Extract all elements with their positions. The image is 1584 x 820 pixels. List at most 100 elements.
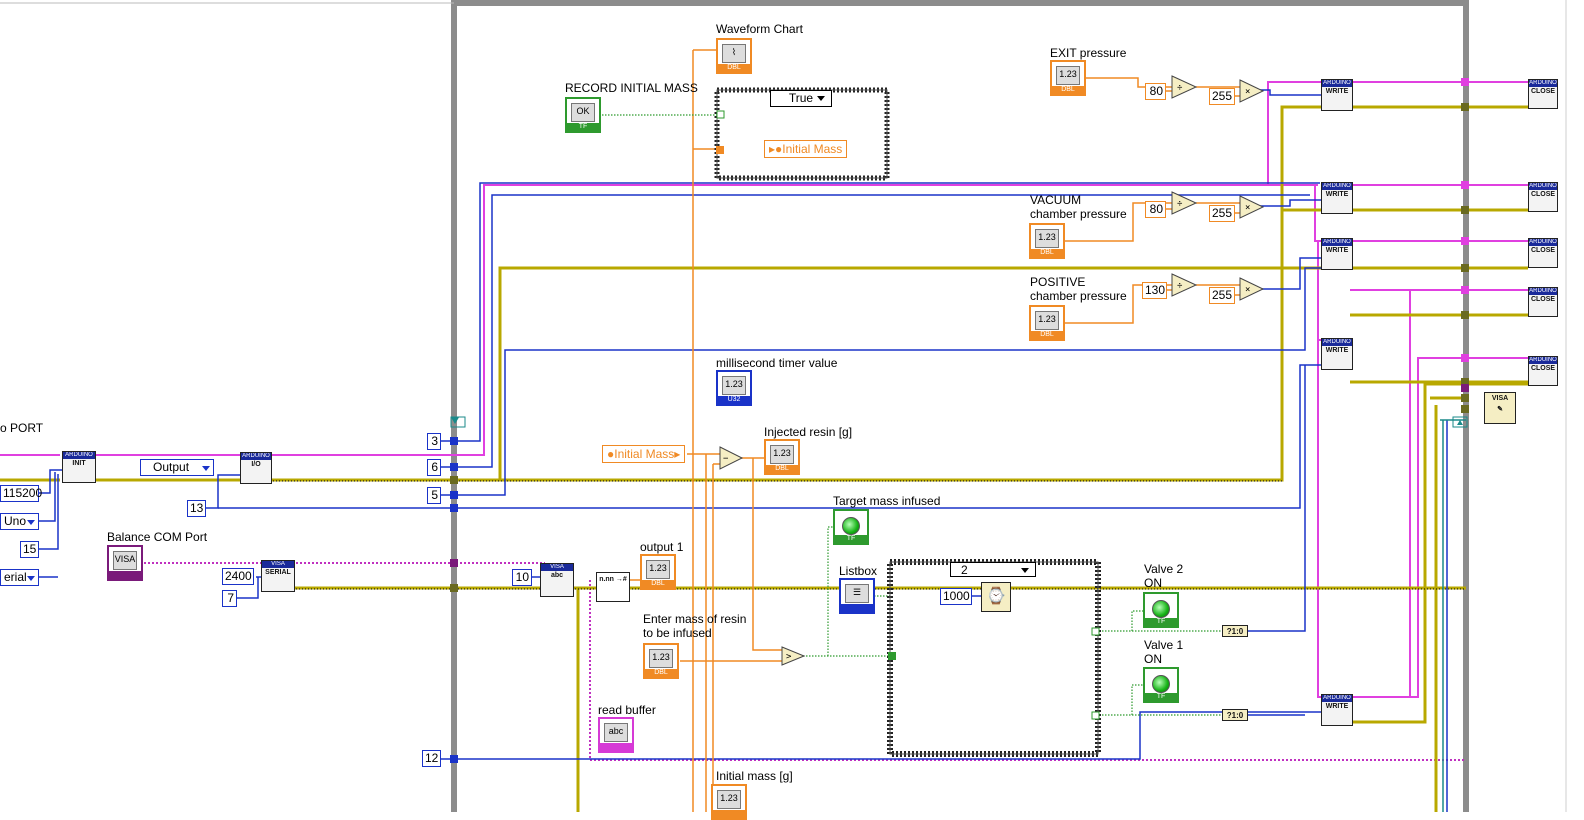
global-icon: ▸● (769, 142, 783, 156)
enter-mass-terminal[interactable]: 1.23 DBL (643, 643, 679, 679)
baud-rate-constant[interactable]: 115200 (0, 485, 42, 502)
led-icon (842, 517, 860, 535)
svg-text:÷: ÷ (1177, 83, 1183, 93)
balance-com-port-terminal[interactable]: VISA (107, 545, 143, 581)
initial-mass-local-variable[interactable]: ▸●Initial Mass (764, 140, 848, 158)
tunnel (716, 146, 724, 154)
data-bits-constant[interactable]: 7 (222, 590, 237, 607)
visa-read-vi[interactable]: VISA abc (540, 563, 574, 597)
initial-mass-local-label: Initial Mass (782, 142, 843, 156)
record-initial-mass-terminal[interactable]: OK TF (565, 97, 601, 133)
scan-from-string-vi[interactable]: n.nn →# (596, 572, 630, 602)
pin-3-constant[interactable]: 3 (427, 433, 441, 450)
initial-mass-g-label: Initial mass [g] (716, 769, 793, 783)
arduino-io-vi[interactable]: ARDUINO I/O (240, 452, 272, 484)
arduino-close-vi-3[interactable]: ARDUINO CLOSE (1528, 238, 1558, 268)
bool-to-num-1[interactable]: ?1:0 (1222, 625, 1248, 637)
vacuum-pressure-terminal[interactable]: 1.23 DBL (1029, 223, 1065, 259)
listbox-icon: ☰ (845, 584, 869, 603)
arduino-close-vi-2[interactable]: ARDUINO CLOSE (1528, 182, 1558, 212)
connection-type-ring[interactable]: erial (0, 569, 39, 586)
injected-resin-terminal[interactable]: 1.23 DBL (764, 439, 800, 475)
wait-ms-constant[interactable]: 1000 (940, 588, 972, 605)
arduino-close-vi-4[interactable]: ARDUINO CLOSE (1528, 287, 1558, 317)
vacuum-divisor-constant[interactable]: 80 (1145, 201, 1166, 218)
chart-icon: ⌇ (722, 44, 746, 63)
exit-divisor-constant[interactable]: 80 (1145, 83, 1166, 100)
led-icon (1152, 600, 1170, 618)
valve-1-terminal[interactable]: TF (1143, 667, 1179, 703)
global-icon: ● (607, 447, 615, 461)
arduino-write-vi-4[interactable]: ARDUINO WRITE (1321, 338, 1353, 370)
positive-chamber-pressure-label: POSITIVE chamber pressure (1030, 275, 1127, 303)
positive-pressure-terminal[interactable]: 1.23 DBL (1029, 305, 1065, 341)
case-selector-2-label: 2 (961, 563, 968, 577)
listbox-terminal[interactable]: ☰ (839, 578, 875, 614)
arduino-close-vi-5[interactable]: ARDUINO CLOSE (1528, 356, 1558, 386)
output-mode-ring[interactable]: Output (140, 459, 214, 476)
svg-text:×: × (1245, 87, 1250, 97)
selector-terminal (716, 110, 725, 119)
injected-resin-label: Injected resin [g] (764, 425, 853, 439)
shift-register-right (1452, 416, 1468, 428)
vacuum-multiplier-constant[interactable]: 255 (1209, 205, 1235, 222)
visa-close-vi[interactable]: VISA ✎ (1484, 392, 1516, 424)
svg-text:×: × (1245, 285, 1250, 295)
positive-multiplier-constant[interactable]: 255 (1209, 287, 1235, 304)
valve-2-terminal[interactable]: TF (1143, 592, 1179, 628)
numeric-data-wires (630, 49, 1240, 812)
svg-text:>: > (786, 652, 792, 662)
error-cluster-wires (0, 105, 1528, 812)
read-buffer-label: read buffer (598, 703, 656, 717)
output-1-label: output 1 (640, 540, 684, 554)
waveform-chart-terminal[interactable]: ⌇ DBL (716, 38, 752, 74)
millisecond-timer-terminal[interactable]: 1.23 U32 (716, 370, 752, 406)
arduino-init-vi[interactable]: ARDUINO INIT (62, 451, 96, 483)
case-selector-true-label: True (788, 91, 814, 105)
svg-text:×: × (1245, 203, 1250, 213)
millisecond-timer-label: millisecond timer value (716, 356, 838, 370)
record-initial-mass-label: RECORD INITIAL MASS (565, 81, 698, 95)
output-1-terminal[interactable]: 1.23 DBL (640, 554, 676, 590)
svg-text:÷: ÷ (1177, 199, 1183, 209)
arduino-write-vi-3[interactable]: ARDUINO WRITE (1321, 238, 1353, 270)
pin-5-constant[interactable]: 5 (427, 487, 441, 504)
arduino-write-vi-2[interactable]: ARDUINO WRITE (1321, 182, 1353, 214)
bool-to-num-2[interactable]: ?1:0 (1222, 709, 1248, 721)
pin-6-constant[interactable]: 6 (427, 459, 441, 476)
svg-text:÷: ÷ (1177, 281, 1183, 291)
visa-serial-config-vi[interactable]: VISA SERIAL (261, 560, 295, 592)
case-selector-2[interactable]: 2 (950, 562, 1036, 577)
exit-multiplier-constant[interactable]: 255 (1209, 88, 1235, 105)
initial-mass-terminal[interactable]: 1.23 (711, 784, 747, 820)
read-buffer-terminal[interactable]: abc (598, 717, 634, 753)
pin-12-constant[interactable]: 12 (422, 750, 441, 767)
arduino-write-vi-1[interactable]: ARDUINO WRITE (1321, 79, 1353, 111)
boolean-wires (602, 114, 1222, 716)
wait-ms-vi[interactable]: ⌚ (981, 582, 1011, 612)
visa-refnum-wire (140, 562, 1466, 761)
arduino-close-vi-1[interactable]: ARDUINO CLOSE (1528, 79, 1558, 109)
exit-pressure-label: EXIT pressure (1050, 46, 1127, 60)
arduino-resource-wire (0, 81, 1528, 698)
arduino-write-vi-5[interactable]: ARDUINO WRITE (1321, 694, 1353, 726)
valve-2-label: Valve 2 ON (1144, 562, 1184, 590)
led-icon (1152, 675, 1170, 693)
initial-mass-local-read-label: Initial Mass (614, 447, 675, 461)
pin-13-constant[interactable]: 13 (187, 500, 206, 517)
positive-divisor-constant[interactable]: 130 (1142, 282, 1167, 299)
target-mass-infused-terminal[interactable]: TF (833, 509, 869, 545)
board-type-ring[interactable]: Uno (0, 513, 39, 530)
vacuum-chamber-pressure-label: VACUUM chamber pressure (1030, 193, 1127, 221)
watch-icon: ⌚ (986, 588, 1006, 605)
exit-pressure-terminal[interactable]: 1.23 DBL (1050, 60, 1086, 96)
initial-mass-local-variable-read[interactable]: ●Initial Mass▸ (602, 445, 686, 463)
byte-count-constant[interactable]: 10 (512, 569, 532, 586)
case-selector-true[interactable]: True (770, 90, 832, 107)
waveform-chart-label: Waveform Chart (716, 22, 803, 36)
baud-2400-constant[interactable]: 2400 (222, 568, 254, 585)
tunnel (888, 652, 896, 660)
enter-mass-label: Enter mass of resin to be infused (643, 612, 747, 640)
pin-15-constant[interactable]: 15 (20, 541, 39, 558)
